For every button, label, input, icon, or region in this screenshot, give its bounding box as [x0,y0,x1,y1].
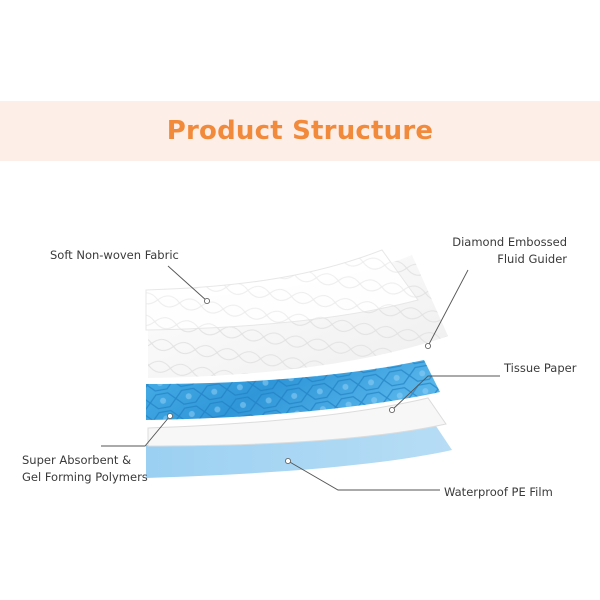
label-diamond-line1: Diamond Embossed [452,235,567,249]
marker-tissue [388,406,396,414]
polymer-texture [146,360,440,420]
label-diamond-line2: Fluid Guider [497,252,567,266]
leader-tissue [391,375,500,411]
title-banner: Product Structure [0,101,600,161]
marker-super [166,412,174,420]
label-super-line1: Super Absorbent & [22,453,132,467]
tissue-paper-layer [147,397,447,447]
label-soft-nonwoven: Soft Non-woven Fabric [50,248,179,262]
label-super-absorbent: Super Absorbent & Gel Forming Polymers [22,452,148,486]
leader-pe-film [287,460,440,491]
leader-diamond [427,269,469,347]
label-tissue-paper: Tissue Paper [504,361,577,375]
leader-soft-nonwoven [167,265,208,302]
label-diamond-embossed: Diamond Embossed Fluid Guider [452,234,567,268]
marker-soft-nonwoven [203,297,211,305]
label-super-line2: Gel Forming Polymers [22,470,148,484]
leader-super [101,415,171,447]
marker-diamond [424,342,432,350]
page-title: Product Structure [166,116,434,146]
label-pe-film: Waterproof PE Film [444,485,553,499]
marker-pe-film [284,457,292,465]
nonwoven-texture [146,250,418,330]
